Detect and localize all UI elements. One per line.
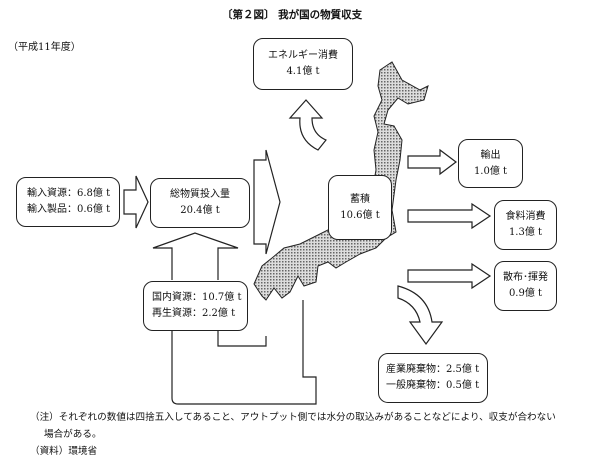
domestic-resources: 国内資源：10.7億 t: [152, 292, 242, 303]
scatter-arrow: [407, 262, 492, 290]
imports-products: 輸入製品：0.6億 t: [27, 204, 111, 215]
source-note: （資料）環境省: [30, 446, 98, 457]
total-value: 20.4億 t: [180, 205, 220, 216]
waste-curved-arrow: [397, 285, 444, 346]
total-input-box: 総物質投入量 20.4億 t: [150, 178, 250, 228]
note-line1: （注）それぞれの数値は四捨五入してあること、アウトプット側では水分の取込みがある…: [30, 412, 556, 423]
energy-value: 4.1億 t: [286, 66, 320, 77]
domestic-box: 国内資源：10.7億 t 再生資源：2.2億 t: [143, 281, 248, 331]
energy-curved-arrow: [288, 99, 327, 151]
recycled-resources: 再生資源：2.2億 t: [152, 308, 236, 319]
imports-resources: 輸入資源：6.8億 t: [27, 188, 111, 199]
energy-label: エネルギー消費: [268, 50, 338, 61]
stock-box: 蓄積 10.6億 t: [328, 175, 392, 240]
domestic-up-arrow: [152, 232, 239, 280]
general-waste: 一般廃棄物：0.5億 t: [386, 380, 480, 391]
import-arrow: [123, 175, 149, 229]
scatter-label: 散布･揮発: [503, 272, 548, 283]
energy-box: エネルギー消費 4.1億 t: [253, 38, 353, 90]
note-line2: 場合がある。: [44, 429, 102, 440]
food-box: 食料消費 1.3億 t: [494, 200, 557, 250]
stock-value: 10.6億 t: [340, 209, 380, 221]
waste-box: 産業廃棄物：2.5億 t 一般廃棄物：0.5億 t: [378, 353, 488, 403]
figure-title: 〔第２図〕 我が国の物質収支: [222, 9, 363, 21]
stock-label: 蓄積: [350, 193, 370, 205]
scatter-value: 0.9億 t: [508, 288, 543, 299]
total-to-stock-arrow: [253, 149, 281, 255]
period-label: （平成11年度）: [8, 42, 81, 53]
food-value: 1.3億 t: [508, 227, 543, 238]
recycle-return-line: [171, 300, 317, 405]
industrial-waste: 産業廃棄物：2.5億 t: [386, 364, 480, 375]
food-label: 食料消費: [505, 211, 546, 222]
total-label: 総物質投入量: [170, 189, 230, 200]
export-value: 1.0億 t: [473, 165, 508, 177]
imports-box: 輸入資源：6.8億 t 輸入製品：0.6億 t: [16, 177, 120, 227]
food-arrow: [407, 202, 492, 230]
scatter-box: 散布･揮発 0.9億 t: [494, 261, 557, 311]
export-arrow: [407, 148, 457, 176]
export-box: 輸出 1.0億 t: [458, 139, 523, 188]
export-label: 輸出: [480, 149, 501, 161]
